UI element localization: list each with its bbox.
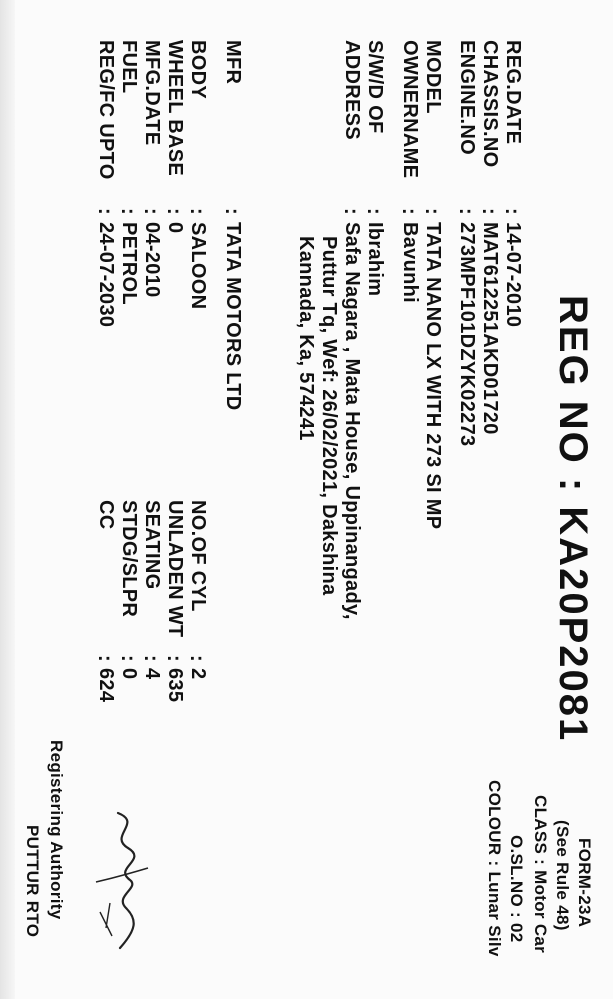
stdg-slpr-value: 0	[118, 668, 140, 680]
colon-separator: :	[94, 208, 116, 215]
chassis-no-value: MAT612251AKD01720	[479, 222, 501, 435]
engine-no-value: 273MPF101DZYK02273	[456, 222, 478, 447]
reg-date-label: REG.DATE	[502, 40, 524, 145]
form-number: FORM-23A	[575, 838, 594, 928]
colon-separator: :	[186, 208, 208, 215]
seating-label: SEATING	[141, 500, 163, 590]
signature-image	[95, 811, 149, 950]
swd-of-label: S/W/D OF	[364, 40, 386, 134]
card-edge	[0, 0, 15, 999]
colon-separator: :	[163, 655, 185, 662]
address-line-3: Kannada, Ka, 574241	[295, 236, 317, 441]
colon-separator: :	[501, 208, 523, 215]
reg-fc-upto-value: 24-07-2030	[95, 222, 117, 328]
address-line-2: Puttur Tq, Wef: 26/02/2021, Dakshina	[318, 236, 340, 596]
colon-separator: :	[117, 655, 139, 662]
model-label: MODEL	[422, 40, 444, 114]
mfr-label: MFR	[222, 40, 244, 85]
reg-date-value: 14-07-2010	[502, 222, 524, 328]
stdg-slpr-label: STDG/SLPR	[118, 500, 140, 618]
swd-of-value: Ibrahim	[364, 222, 386, 297]
engine-no-label: ENGINE.NO	[456, 40, 478, 155]
model-value: TATA NANO LX WITH 273 SI MP	[422, 222, 444, 530]
owner-name-label: OWNERNAME	[399, 40, 421, 179]
fuel-value: PETROL	[118, 222, 140, 305]
seating-value: 4	[141, 668, 163, 680]
colon-separator: :	[398, 208, 420, 215]
vehicle-class: CLASS : Motor Car	[531, 795, 550, 954]
owner-name-value: Bavunhi	[399, 222, 421, 303]
office-serial-no: O.SL.NO : 02	[507, 835, 526, 943]
unladen-wt-value: 635	[164, 668, 186, 703]
colon-separator: :	[163, 208, 185, 215]
no-of-cyl-label: NO.OF CYL	[187, 500, 209, 612]
no-of-cyl-value: 2	[187, 668, 209, 680]
colon-separator: :	[221, 208, 243, 215]
reg-fc-upto-label: REG/FC UPTO	[95, 40, 117, 180]
authority-office: PUTTUR RTO	[23, 825, 42, 938]
rule-reference: (See Rule 48)	[553, 820, 572, 931]
mfr-value: TATA MOTORS LTD	[222, 222, 244, 411]
reg-no-title: REG NO : KA20P2081	[551, 295, 595, 743]
unladen-wt-label: UNLADEN WT	[164, 500, 186, 638]
address-line-1: Safa Nagara , Mata House, Uppinangady,	[341, 222, 363, 620]
colon-separator: :	[478, 208, 500, 215]
wheel-base-value: 0	[164, 222, 186, 234]
body-value: SALOON	[187, 222, 209, 310]
body-label: BODY	[187, 40, 209, 99]
colon-separator: :	[455, 208, 477, 215]
colon-separator: :	[140, 208, 162, 215]
chassis-no-label: CHASSIS.NO	[479, 40, 501, 168]
colon-separator: :	[186, 655, 208, 662]
fuel-label: FUEL	[118, 40, 140, 94]
colon-separator: :	[140, 655, 162, 662]
address-label: ADDRESS	[341, 40, 363, 140]
colon-separator: :	[363, 208, 385, 215]
mfg-date-value: 04-2010	[141, 222, 163, 298]
colon-separator: :	[340, 208, 362, 215]
cc-value: 624	[95, 668, 117, 703]
wheel-base-label: WHEEL BASE	[164, 40, 186, 176]
colon-separator: :	[94, 655, 116, 662]
mfg-date-label: MFG.DATE	[141, 40, 163, 146]
vehicle-colour: COLOUR : Lunar Silv	[485, 780, 504, 957]
registering-authority: Registering Authority	[47, 740, 66, 920]
colon-separator: :	[421, 208, 443, 215]
cc-label: CC	[95, 500, 117, 530]
colon-separator: :	[117, 208, 139, 215]
